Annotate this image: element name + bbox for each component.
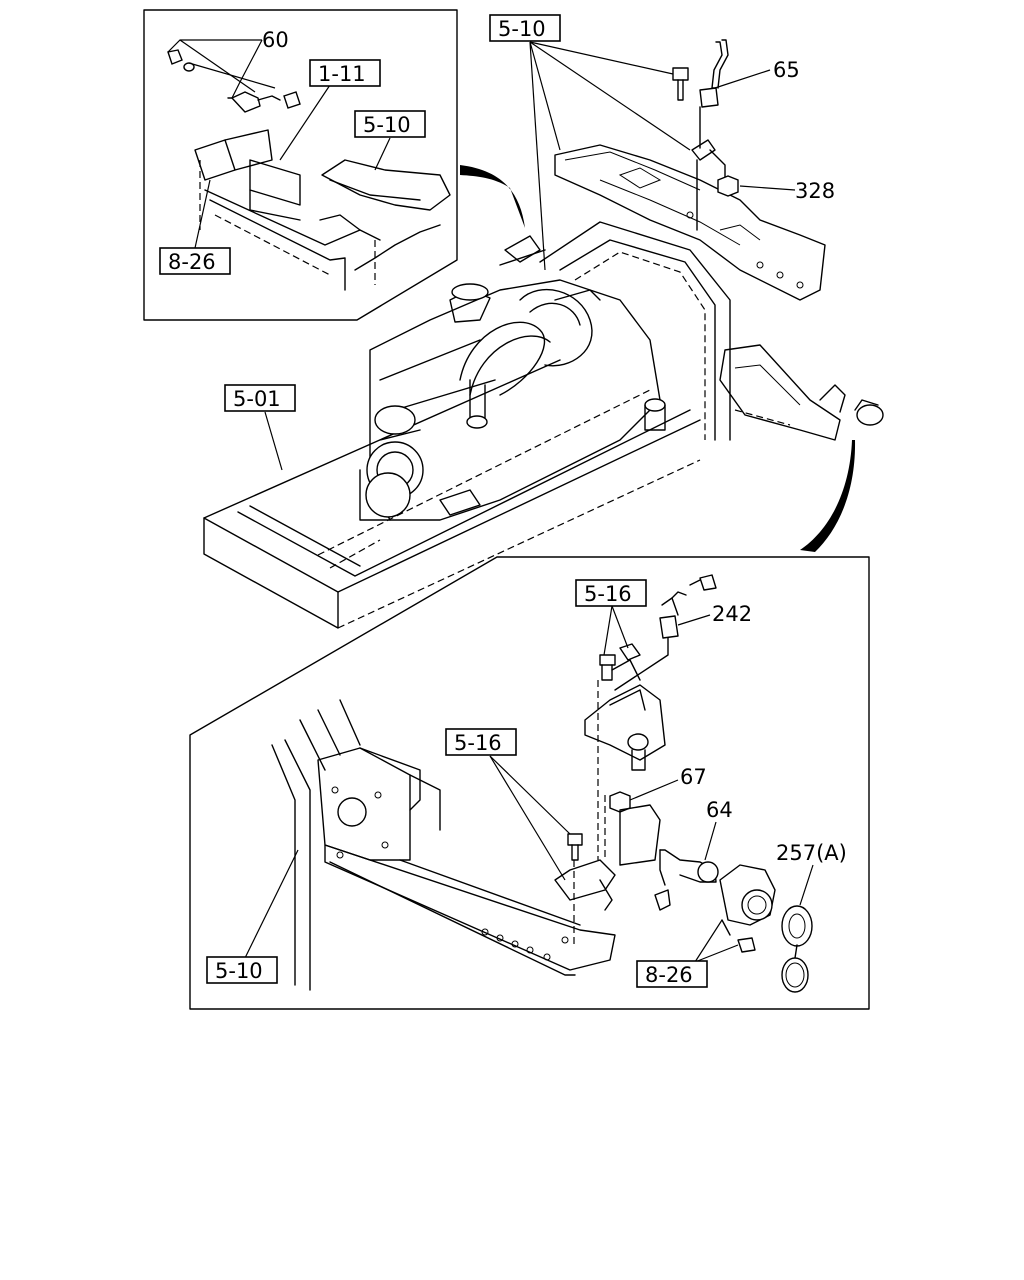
- callout-5-16-upper: 5-16: [584, 582, 632, 606]
- callout-64: 64: [706, 798, 733, 822]
- callout-5-10-top: 5-10: [498, 17, 546, 41]
- callout-8-26-bottom: 8-26: [645, 963, 693, 987]
- callout-labels: 60 1-11 5-10 8-26 5-10 65 328 5-01 5-16 …: [159, 14, 847, 988]
- main-frame-assembly: [203, 165, 884, 629]
- callout-5-16-lower: 5-16: [454, 731, 502, 755]
- arrow-right-to-inset: [800, 440, 856, 552]
- top-left-inset: [143, 9, 458, 321]
- callout-65: 65: [773, 58, 800, 82]
- top-right-crossmember: [554, 39, 826, 301]
- callout-1-11: 1-11: [318, 62, 366, 86]
- callout-5-10-bottom: 5-10: [215, 959, 263, 983]
- bottom-inset: [189, 556, 870, 1010]
- callout-5-01: 5-01: [233, 387, 281, 411]
- callout-60: 60: [262, 28, 289, 52]
- callout-67: 67: [680, 765, 707, 789]
- leader-lines: [167, 39, 814, 963]
- callout-257a: 257(A): [776, 841, 847, 865]
- callout-5-10-inset: 5-10: [363, 113, 411, 137]
- callout-328: 328: [795, 179, 835, 203]
- callout-8-26-inset: 8-26: [168, 250, 216, 274]
- arrow-top-to-inset: [460, 165, 525, 228]
- callout-242: 242: [712, 602, 752, 626]
